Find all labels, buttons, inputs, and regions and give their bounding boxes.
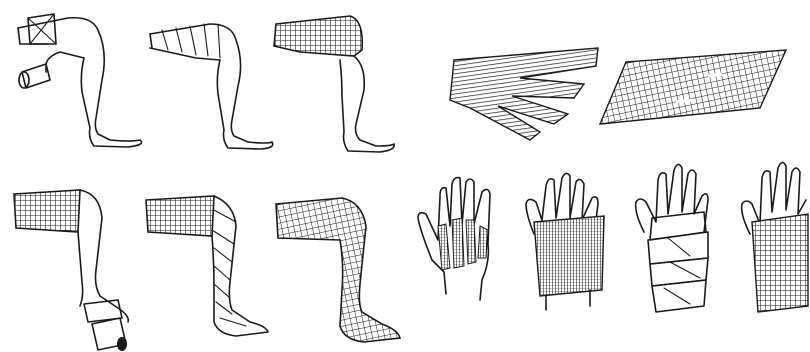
hand-finger-strips bbox=[418, 178, 490, 300]
leg-mesh-spiral bbox=[146, 196, 268, 336]
leg-spiral-bands bbox=[150, 24, 273, 149]
split-fabric-strips bbox=[450, 48, 598, 140]
leg-mesh-thigh bbox=[274, 16, 394, 152]
hand-spiral-wrist bbox=[636, 164, 708, 312]
woven-mesh-sheet bbox=[600, 50, 786, 124]
leg-mesh-full bbox=[276, 198, 400, 342]
hand-mesh-palm bbox=[526, 173, 604, 310]
leg-figure-eight-start bbox=[18, 14, 142, 147]
hand-mesh-glove bbox=[742, 162, 808, 312]
leg-mesh-with-roll bbox=[14, 190, 128, 351]
